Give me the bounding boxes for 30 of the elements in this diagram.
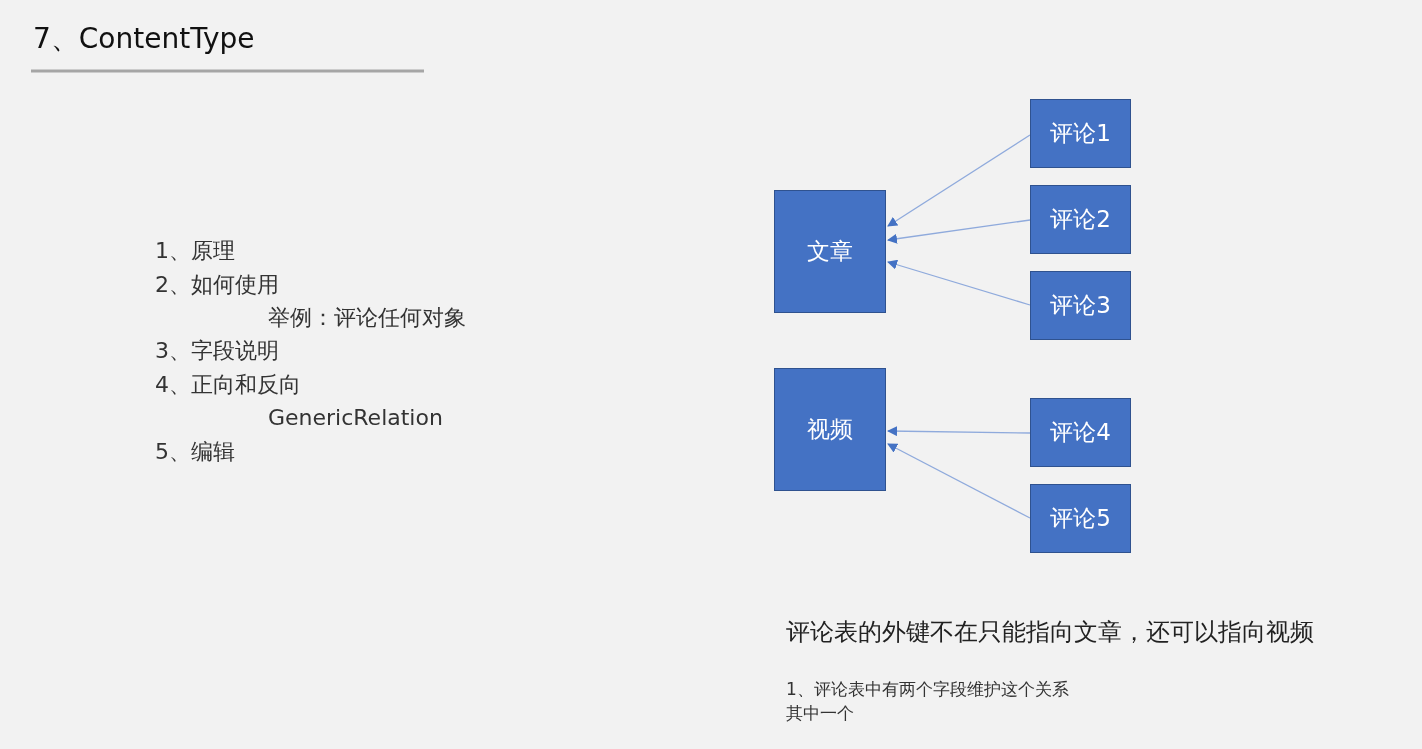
table-box	[1030, 99, 1131, 168]
box-label: 评论1	[1050, 119, 1111, 148]
table-box	[1030, 398, 1131, 467]
slide-title: 7、ContentType	[33, 22, 255, 56]
box-label: 评论5	[1050, 504, 1111, 533]
note-text: 1、评论表中有两个字段维护这个关系	[786, 679, 1069, 700]
box-label: 评论2	[1050, 205, 1111, 234]
box-label: 文章	[807, 237, 853, 266]
list-item: 4、正向和反向	[155, 372, 301, 399]
table-box	[1030, 185, 1131, 254]
arrow	[887, 219, 1031, 244]
arrow	[887, 443, 1031, 519]
box-label: 评论4	[1050, 418, 1111, 447]
list-item: 3、字段说明	[155, 338, 279, 365]
table-box	[774, 190, 886, 313]
box-label: 评论3	[1050, 291, 1111, 320]
box-label: 视频	[807, 415, 853, 444]
arrow	[887, 259, 1031, 306]
table-box	[1030, 484, 1131, 553]
list-item: 举例：评论任何对象	[268, 305, 466, 332]
table-box	[774, 368, 886, 491]
list-item: 5、编辑	[155, 439, 235, 466]
list-item: 2、如何使用	[155, 272, 279, 299]
note-text: 其中一个	[786, 703, 854, 724]
arrow	[887, 426, 1031, 437]
table-box	[1030, 271, 1131, 340]
note-text: 评论表的外键不在只能指向文章，还可以指向视频	[786, 618, 1314, 647]
arrow	[887, 134, 1031, 227]
list-item: GenericRelation	[268, 405, 443, 432]
list-item: 1、原理	[155, 238, 235, 265]
